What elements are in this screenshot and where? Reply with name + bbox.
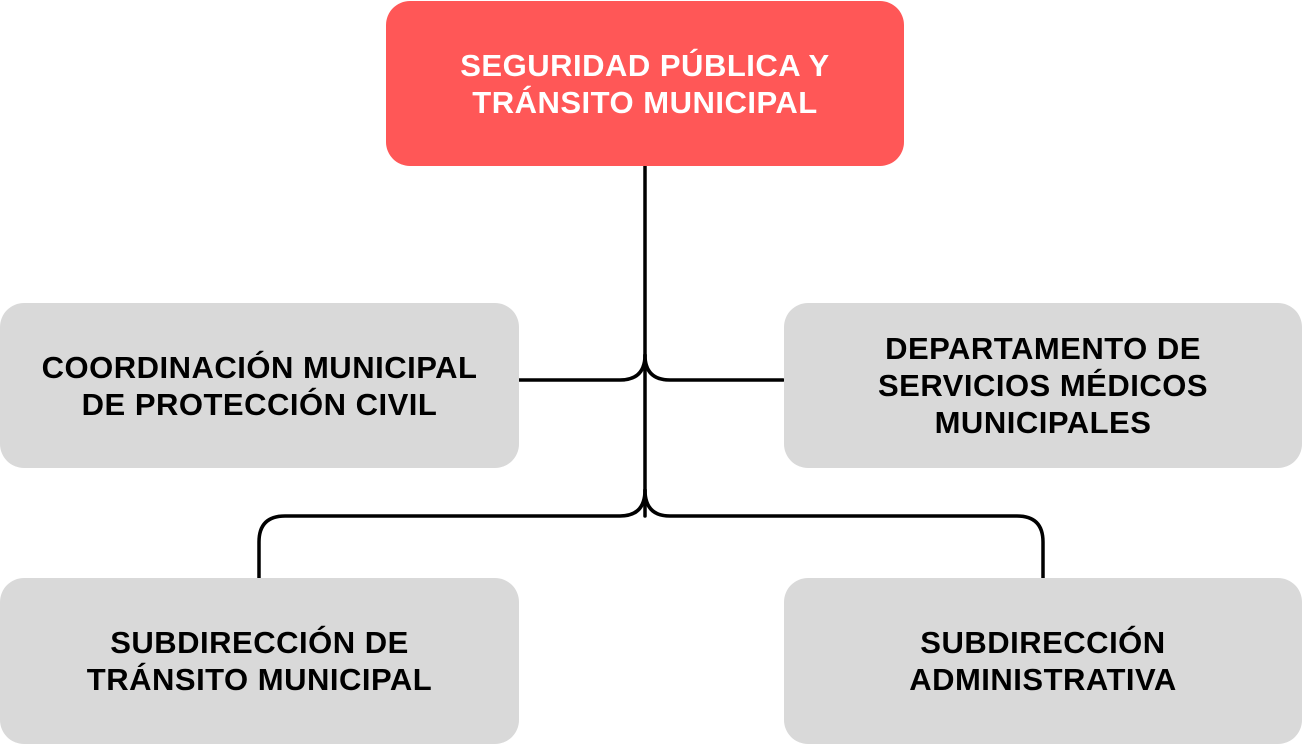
node-label-line: SUBDIRECCIÓN DE — [110, 625, 409, 660]
root-node-label-line: TRÁNSITO MUNICIPAL — [472, 84, 818, 120]
node-label-line: TRÁNSITO MUNICIPAL — [86, 662, 433, 697]
node-label-line: SERVICIOS MÉDICOS — [877, 368, 1209, 403]
node-label-line: DEPARTAMENTO DE — [885, 331, 1201, 366]
root-node-seguridad-publica: SEGURIDAD PÚBLICA Y TRÁNSITO MUNICIPAL — [386, 1, 904, 166]
node-label-line: ADMINISTRATIVA — [909, 662, 1177, 697]
node-label-line: DE PROTECCIÓN CIVIL — [81, 386, 438, 422]
node-label-line: MUNICIPALES — [934, 405, 1152, 440]
root-node-label-line: SEGURIDAD PÚBLICA Y — [460, 47, 830, 83]
node-label-line: SUBDIRECCIÓN — [920, 625, 1166, 660]
connector-to-servicios-medicos — [643, 353, 785, 382]
connector-to-administrativa — [643, 488, 1045, 580]
node-label-line: COORDINACIÓN MUNICIPAL — [41, 349, 478, 385]
node-servicios-medicos: DEPARTAMENTO DE SERVICIOS MÉDICOS MUNICI… — [784, 303, 1302, 468]
connector-to-transito — [257, 488, 647, 580]
node-transito: SUBDIRECCIÓN DE TRÁNSITO MUNICIPAL — [0, 578, 519, 744]
node-proteccion-civil: COORDINACIÓN MUNICIPAL DE PROTECCIÓN CIV… — [0, 303, 519, 468]
node-administrativa: SUBDIRECCIÓN ADMINISTRATIVA — [784, 578, 1302, 744]
connector-to-proteccion-civil — [517, 353, 647, 382]
